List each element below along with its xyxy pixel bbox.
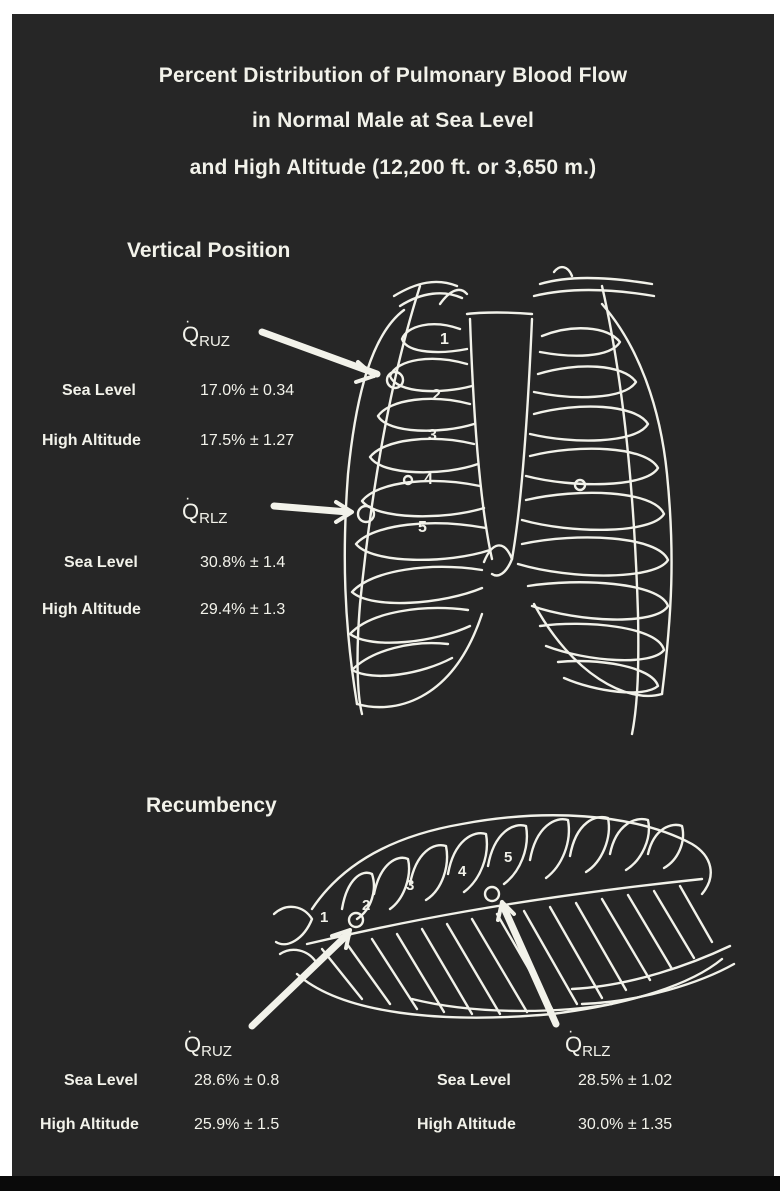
- rib-right: [378, 399, 474, 431]
- illustration-layer: 1 2 3 4 5 1 2 3 4 5: [12, 14, 774, 1176]
- bottom-border: [0, 1176, 780, 1191]
- sternum-tab: [554, 267, 572, 276]
- midclavicular-line-left: [602, 286, 638, 734]
- rib-right: [352, 643, 452, 676]
- recumbent-rib-loop: [530, 819, 569, 878]
- slide-panel: Percent Distribution of Pulmonary Blood …: [12, 14, 774, 1176]
- recumbent-rlz-marker-circle: [485, 887, 499, 901]
- recumbent-hatch: [524, 911, 577, 1004]
- recumbent-tip: [274, 907, 312, 944]
- rib-right: [362, 481, 484, 516]
- cage-outline-left: [602, 304, 672, 694]
- left-clavicle: [540, 278, 652, 284]
- recumbent-hatch: [447, 924, 500, 1014]
- rib-left: [526, 449, 658, 484]
- recumbent-outline-bottom: [297, 959, 722, 1018]
- recumbent-hatch: [347, 944, 390, 1004]
- recumbent-hatch: [680, 886, 712, 942]
- recumbent-rib-number: 5: [504, 849, 512, 866]
- recumbent-hatch: [550, 907, 602, 998]
- rib-right: [402, 324, 467, 352]
- vertical-rib-number: 3: [428, 427, 437, 444]
- left-clavicle: [534, 290, 654, 296]
- rib-left: [518, 537, 668, 575]
- recumbent-rib-number: 4: [458, 863, 467, 880]
- recumbent-hatch: [628, 895, 672, 969]
- sternum-top: [467, 313, 532, 315]
- recumbent-hatch: [372, 939, 417, 1009]
- rib-left: [540, 328, 620, 355]
- rlz-arrow: [274, 506, 348, 512]
- recumbent-tail: [582, 964, 734, 1004]
- recumbent-ruz-arrow: [252, 934, 348, 1026]
- vertical-rib-number: 4: [424, 471, 433, 488]
- recumbent-ruz-marker-circle: [349, 913, 363, 927]
- sternum-tab: [440, 290, 467, 304]
- recumbent-rib-number: 3: [406, 877, 414, 894]
- rib-cage-upright-drawing: [345, 267, 672, 734]
- vertical-rib-number: 2: [432, 387, 441, 404]
- vertical-rib-number: 5: [418, 519, 427, 536]
- rib-left: [534, 366, 636, 397]
- recumbent-rib-loop: [570, 817, 609, 872]
- recumbent-rib-number: 2: [362, 897, 370, 914]
- sternum-edge: [470, 319, 492, 559]
- recumbent-tail: [572, 946, 730, 989]
- right-clavicle: [400, 293, 462, 306]
- vertical-rib-number: 1: [440, 331, 449, 348]
- rib-left: [522, 493, 664, 530]
- recumbent-rib-loop: [374, 858, 409, 909]
- recumbent-rlz-arrow: [504, 908, 556, 1024]
- recumbent-hatch: [576, 903, 626, 990]
- ruz-arrow: [262, 332, 377, 374]
- recumbent-rib-number: 1: [320, 909, 328, 926]
- rib-right: [350, 608, 470, 643]
- rib-left: [528, 582, 668, 619]
- recumbent-tip: [280, 950, 316, 962]
- rib-left: [530, 407, 648, 441]
- recumbent-rib-loop: [448, 833, 487, 892]
- rib-right: [370, 439, 478, 472]
- rib-left: [558, 661, 658, 692]
- recumbent-hatch: [602, 899, 650, 980]
- recumbent-rib-loop: [410, 845, 447, 900]
- recumbent-hatch: [422, 929, 472, 1014]
- rib-right: [352, 567, 482, 603]
